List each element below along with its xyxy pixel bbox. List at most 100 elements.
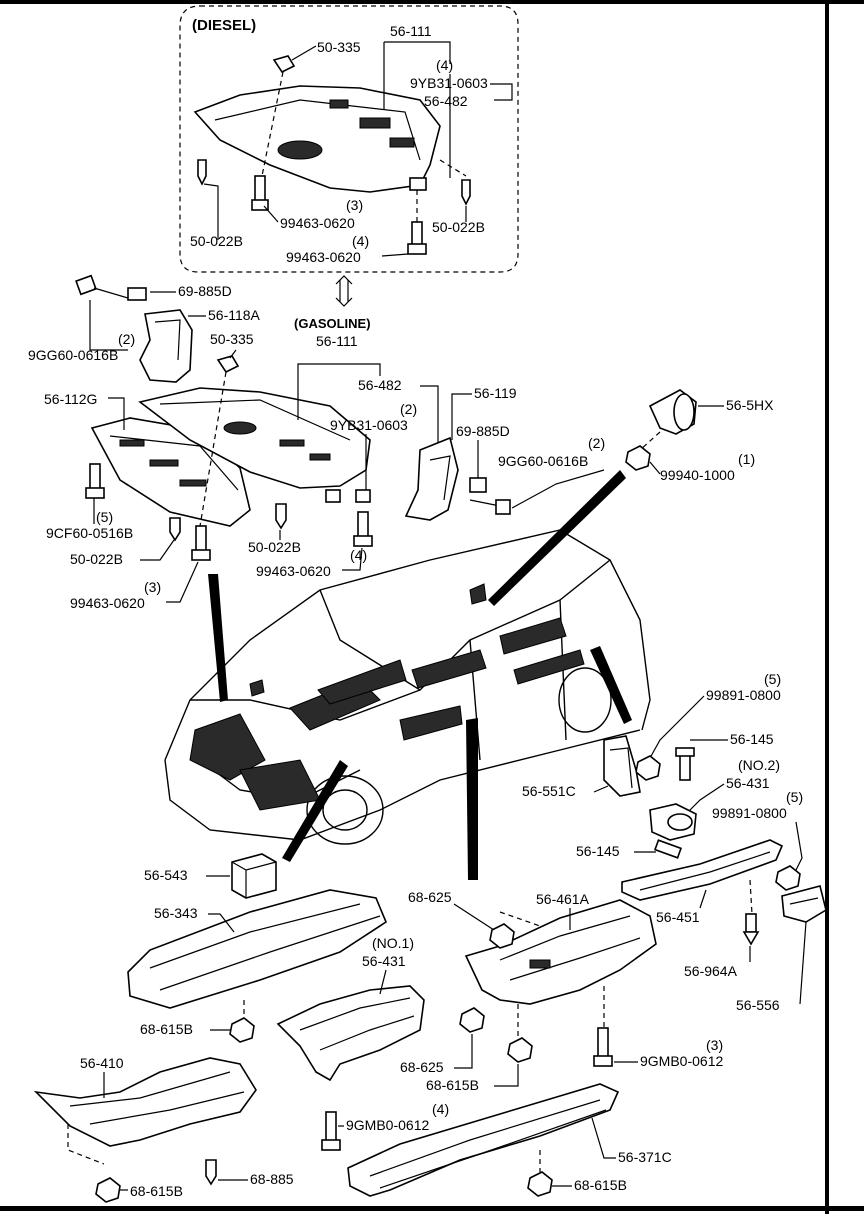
- heat-insulator-56-461A: [464, 899, 657, 1005]
- label-g-56-111: 56-111: [316, 333, 358, 349]
- diesel-clip-50-022B-right: [461, 179, 471, 206]
- label-gasoline: (GASOLINE): [294, 316, 371, 331]
- label-99940: 99940-1000: [660, 467, 735, 483]
- label-g-qty4: (4): [350, 547, 367, 563]
- label-56-145-a: 56-145: [730, 731, 774, 747]
- label-qty3-c: (3): [706, 1037, 723, 1053]
- label-d-56-111: 56-111: [390, 23, 432, 39]
- label-99891-a: 99891-0800: [706, 687, 781, 703]
- label-56-543: 56-543: [144, 867, 188, 883]
- nut-99891-a: [635, 755, 661, 781]
- nut-99940: [625, 445, 651, 471]
- heat-insulator-56-410: [33, 1057, 257, 1147]
- clip-50-022B-left: [169, 517, 181, 542]
- bolt-9CF60: [85, 463, 105, 499]
- pointer-wedge-56-551C: [590, 646, 632, 724]
- bolt-9GG60-right: [469, 499, 511, 515]
- label-qty2-a: (2): [118, 331, 135, 347]
- bracket-56-119: [404, 436, 459, 521]
- label-9CF60: 9CF60-0516B: [46, 525, 133, 541]
- gas-nut-b: [355, 489, 371, 503]
- pointer-wedge-56-343: [282, 760, 348, 862]
- label-no2: (NO.2): [738, 757, 780, 773]
- pointer-wedge-56-119: [488, 470, 626, 606]
- label-56-551C: 56-551C: [522, 783, 576, 799]
- label-qty5-a: (5): [96, 509, 113, 525]
- screw-56-964A: [742, 913, 760, 946]
- part-56-431-no2: [649, 803, 697, 841]
- diesel-under-cover: [193, 85, 441, 193]
- bracket-56-556: [781, 885, 827, 923]
- diesel-clip-50-022B-left: [197, 159, 207, 186]
- label-56-5HX: 56-5HX: [726, 397, 774, 413]
- label-56-431-b: 56-431: [362, 953, 406, 969]
- clip-69-885D-left: [127, 287, 147, 301]
- label-qty5-c: (5): [786, 789, 803, 805]
- label-no1: (NO.1): [372, 935, 414, 951]
- label-d-50-335: 50-335: [317, 39, 361, 55]
- cover-56-371C: [347, 1083, 620, 1197]
- label-g-50-335: 50-335: [210, 331, 254, 347]
- label-diesel: (DIESEL): [192, 17, 256, 34]
- diesel-group-box: [179, 5, 519, 273]
- gas-clip-50-335: [216, 355, 240, 374]
- nut-68-625-b: [459, 1007, 485, 1033]
- label-56-118A: 56-118A: [208, 307, 261, 323]
- label-56-451: 56-451: [656, 909, 700, 925]
- pointer-wedge-56-112G: [208, 574, 228, 702]
- exchange-arrow: [335, 275, 353, 307]
- diesel-clip-50-335: [272, 55, 296, 74]
- label-d-99463-b: 99463-0620: [286, 249, 361, 265]
- label-g-9YB31: 9YB31-0603: [330, 417, 408, 433]
- part-56-5HX: [648, 389, 697, 435]
- label-56-343: 56-343: [154, 905, 198, 921]
- label-99891-b: 99891-0800: [712, 805, 787, 821]
- right-rule: [825, 0, 829, 1214]
- label-56-112G: 56-112G: [44, 391, 97, 407]
- label-69-885D-a: 69-885D: [178, 283, 232, 299]
- label-g-qty2: (2): [400, 401, 417, 417]
- diesel-nut-9YB31: [409, 177, 427, 191]
- cover-56-343: [127, 889, 387, 1009]
- label-56-410: 56-410: [80, 1055, 124, 1071]
- bar-56-451: [621, 839, 784, 901]
- label-56-371C: 56-371C: [618, 1149, 672, 1165]
- label-56-964A: 56-964A: [684, 963, 738, 979]
- bolt-9GMB0-a: [593, 1027, 613, 1067]
- nut-68-615B-c: [95, 1177, 121, 1203]
- clip-69-885D-right: [469, 477, 487, 493]
- label-9GG60-b: 9GG60-0616B: [498, 453, 588, 469]
- label-9GMB0-a: 9GMB0-0612: [640, 1053, 723, 1069]
- bolt-99463-gas-right: [353, 511, 373, 547]
- label-g-50-022B-l: 50-022B: [70, 551, 123, 567]
- label-d-qty4-a: (4): [436, 57, 453, 73]
- clip-50-022B-right: [275, 503, 287, 530]
- bolt-9GG60-left: [75, 274, 129, 299]
- label-68-625-b: 68-625: [400, 1059, 444, 1075]
- bracket-56-551C: [603, 735, 641, 797]
- bottom-rule: [0, 1206, 864, 1211]
- label-qty4-c: (4): [432, 1101, 449, 1117]
- bracket-56-118A: [139, 309, 193, 383]
- label-d-9YB31: 9YB31-0603: [410, 75, 488, 91]
- bolt-99463-gas-left: [191, 525, 211, 561]
- label-g-56-482: 56-482: [358, 377, 402, 393]
- label-d-50-022B-l: 50-022B: [190, 233, 243, 249]
- bolt-56-145-a: [675, 747, 695, 781]
- clip-68-885: [205, 1159, 217, 1186]
- block-56-543: [231, 853, 277, 899]
- label-d-56-482: 56-482: [424, 93, 468, 109]
- label-d-50-022B-r: 50-022B: [432, 219, 485, 235]
- nut-68-615B-a: [229, 1017, 255, 1043]
- label-g-99463-r: 99463-0620: [256, 563, 331, 579]
- gas-nut-a: [325, 489, 341, 503]
- label-69-885D-b: 69-885D: [456, 423, 510, 439]
- label-d-qty3: (3): [346, 197, 363, 213]
- label-qty2-b: (2): [588, 435, 605, 451]
- label-68-615B-d: 68-615B: [574, 1177, 627, 1193]
- label-56-461A: 56-461A: [536, 891, 590, 907]
- label-68-615B-b: 68-615B: [426, 1077, 479, 1093]
- label-68-625-a: 68-625: [408, 889, 452, 905]
